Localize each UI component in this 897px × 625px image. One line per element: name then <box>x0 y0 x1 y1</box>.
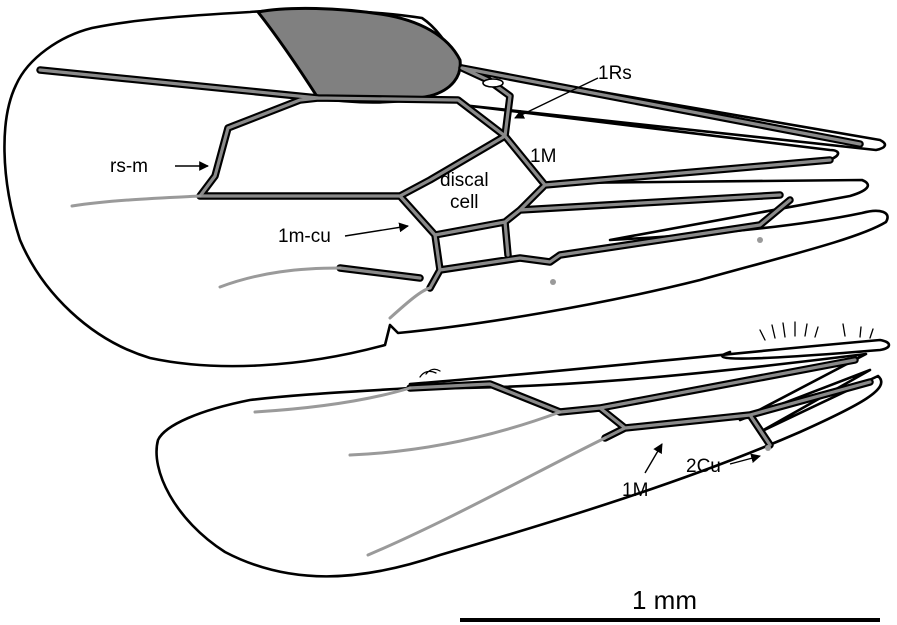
label-rs-m: rs-m <box>110 156 148 177</box>
hind-wing-outline <box>157 354 882 576</box>
label-1rs: 1Rs <box>598 63 632 84</box>
label-cell: cell <box>450 192 479 213</box>
label-1m-fore: 1M <box>530 146 556 167</box>
scale-bar-label: 1 mm <box>632 585 697 615</box>
label-discal: discal <box>440 170 489 191</box>
label-2cu: 2Cu <box>686 456 721 477</box>
label-1m-cu: 1m-cu <box>278 226 331 247</box>
label-1m-hind: 1M <box>622 480 648 501</box>
scale-bar: 1 mm <box>460 585 880 620</box>
